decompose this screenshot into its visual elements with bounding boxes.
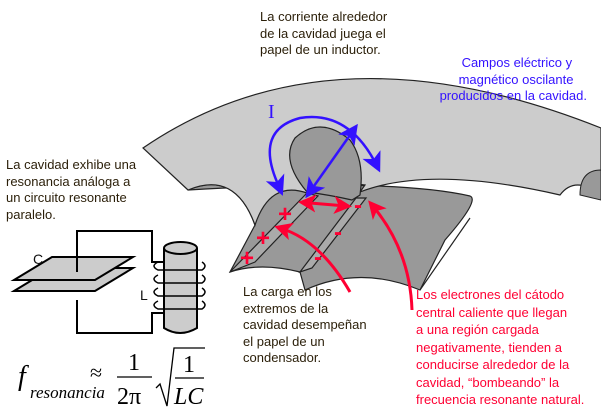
formula-numerator-2: 1 xyxy=(183,352,195,378)
resonance-formula: f resonancia ≈ 1 2π 1 LC xyxy=(18,347,205,410)
note-line: La carga en los xyxy=(243,284,332,299)
electron-path-arrow-1 xyxy=(274,222,352,293)
lc-circuit xyxy=(10,230,206,334)
note-line: a una región cargada xyxy=(416,322,539,337)
current-label: I xyxy=(268,101,275,123)
note-line: magnético oscilante xyxy=(458,71,574,87)
fields-note: Campos eléctrico y magnético oscilante p… xyxy=(440,55,587,105)
formula-lc: LC xyxy=(173,384,204,410)
note-line: frecuencia resonante natural. xyxy=(416,392,585,407)
note-line: paralelo. xyxy=(6,206,56,222)
electron-path-arrow-2 xyxy=(368,200,414,311)
plus-sign: + xyxy=(240,245,254,272)
note-line: Campos eléctrico y xyxy=(461,55,573,70)
plus-sign: + xyxy=(278,201,292,228)
note-line: el papel de un xyxy=(243,333,325,349)
minus-sign: - xyxy=(354,192,362,219)
note-line: de la cavidad juega el xyxy=(260,25,386,41)
note-line: un circuito resonante xyxy=(6,190,127,205)
note-line: cavidad, “bombeando” la xyxy=(416,374,560,390)
note-line: negativamente, tienden a xyxy=(416,339,562,355)
inductor-note: La corriente alrededor de la cavidad jue… xyxy=(260,9,387,59)
formula-approx: ≈ xyxy=(90,360,102,385)
cavity-note: La cavidad exhibe una resonancia análoga… xyxy=(6,157,136,223)
note-line: producidos en la cavidad. xyxy=(439,88,587,103)
formula-subscript: resonancia xyxy=(30,383,105,402)
note-line: central caliente que llegan xyxy=(416,304,568,320)
electric-field-arrow xyxy=(298,194,352,214)
note-line: cavidad desempeñan xyxy=(243,317,367,332)
magnetic-field-arrow xyxy=(305,123,358,199)
electrons-note: Los electrones del cátodo central calien… xyxy=(416,286,584,409)
note-line: La corriente alrededor xyxy=(260,9,388,24)
formula-numerator-1: 1 xyxy=(128,350,140,376)
formula-two-pi: 2π xyxy=(117,384,141,410)
plus-sign: + xyxy=(256,225,270,252)
note-line: conducirse alrededor de la xyxy=(416,357,570,372)
note-line: resonancia análoga a xyxy=(6,173,131,189)
cavity-body xyxy=(187,184,473,291)
inductor-label: L xyxy=(140,287,148,303)
current-arrow xyxy=(265,115,381,196)
minus-sign: - xyxy=(334,219,342,246)
capacitor-label: C xyxy=(33,251,43,267)
note-line: condensador. xyxy=(243,350,322,365)
note-line: La cavidad exhibe una xyxy=(6,157,137,172)
note-line: papel de un inductor. xyxy=(260,42,381,57)
note-line: Los electrones del cátodo xyxy=(416,287,565,302)
charge-note: La carga en los extremos de la cavidad d… xyxy=(243,284,367,367)
formula-f: f xyxy=(18,361,29,392)
right-cavity-lump xyxy=(579,169,601,201)
minus-sign: - xyxy=(314,244,322,271)
note-line: extremos de la xyxy=(243,300,329,316)
